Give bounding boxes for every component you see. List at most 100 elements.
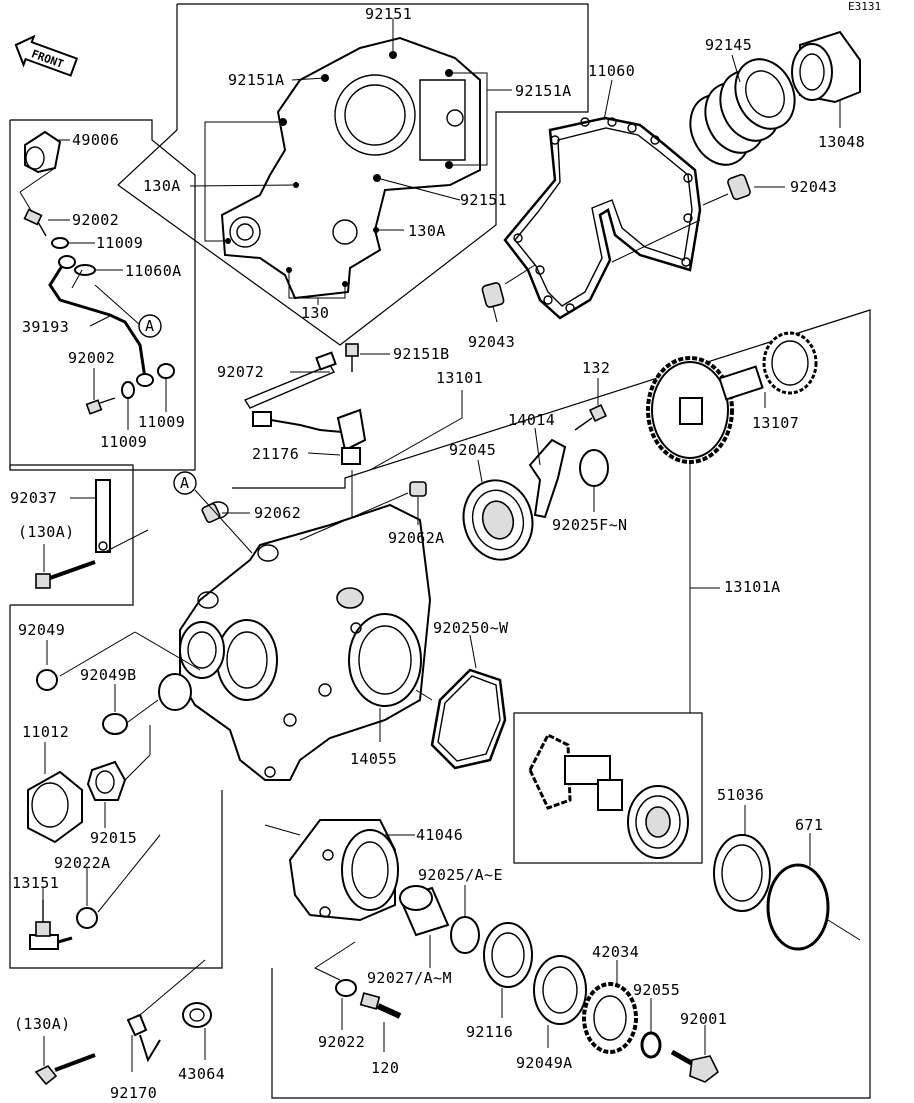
spring-92145	[689, 58, 796, 166]
label-14014: 14014	[508, 411, 555, 429]
label-92015: 92015	[90, 829, 137, 847]
label-92001: 92001	[680, 1010, 727, 1028]
label-92022A: 92022A	[54, 854, 111, 872]
housing-41046	[288, 819, 399, 922]
bolt-130A-upper	[35, 560, 96, 589]
label-92027-A-M: 92027/A~M	[367, 969, 452, 987]
nut-92015	[86, 760, 127, 801]
label-92151B: 92151B	[393, 345, 450, 363]
label-130A-paren-upper: (130A)	[18, 523, 75, 541]
label-11009-right: 11009	[138, 413, 185, 431]
label-11009-bottom: 11009	[100, 433, 147, 451]
plug-92062	[201, 502, 221, 524]
gear-42034	[582, 982, 638, 1054]
label-92025F-N: 92025F~N	[552, 516, 627, 534]
label-92037: 92037	[10, 489, 57, 507]
label-11009-upper: 11009	[96, 234, 143, 252]
label-13107: 13107	[752, 414, 799, 432]
label-92049B: 92049B	[80, 666, 137, 684]
plate-14014	[528, 438, 567, 519]
label-120: 120	[371, 1059, 399, 1077]
label-92072: 92072	[217, 363, 264, 381]
bracket-92037	[95, 479, 111, 553]
washer-92022A	[76, 907, 98, 929]
label-130A-right: 130A	[408, 222, 446, 240]
bolt-120	[359, 992, 402, 1019]
label-92043-upper: 92043	[790, 178, 837, 196]
washer-92022	[335, 979, 357, 997]
label-43064: 43064	[178, 1065, 225, 1083]
label-92151-top: 92151	[365, 5, 412, 23]
seal-92049B	[102, 713, 128, 735]
reference-code: E3131	[848, 0, 881, 13]
clamp-92170	[126, 1013, 161, 1063]
cap-11012	[27, 770, 83, 844]
callout-a-lower: A	[180, 474, 189, 492]
bolt-130A-lower	[34, 1053, 96, 1086]
label-41046: 41046	[416, 826, 463, 844]
ring-gear-13101	[646, 356, 734, 464]
label-92002-lower: 92002	[68, 349, 115, 367]
label-13101: 13101	[436, 369, 483, 387]
label-51036: 51036	[717, 786, 764, 804]
bolt-132	[574, 403, 608, 431]
label-92151A-right: 92151A	[515, 82, 572, 100]
label-92116: 92116	[466, 1023, 513, 1041]
sensor-parts	[243, 343, 367, 465]
label-132: 132	[582, 359, 610, 377]
label-92170: 92170	[110, 1084, 157, 1102]
plug-92062A	[409, 481, 427, 497]
label-14055: 14055	[350, 750, 397, 768]
switch-13151	[29, 900, 73, 950]
label-39193: 39193	[22, 318, 69, 336]
label-130A-paren-lower: (130A)	[14, 1015, 71, 1033]
breather-leaders	[19, 139, 167, 430]
gasket-920250-W	[430, 668, 507, 770]
label-130A-left: 130A	[143, 177, 181, 195]
bushing-92043-upper	[727, 173, 751, 201]
label-11012: 11012	[22, 723, 69, 741]
front-direction-arrow: FRONT	[14, 34, 79, 77]
label-92145: 92145	[705, 36, 752, 54]
cover-leaders	[189, 18, 512, 305]
label-92025-A-E: 92025/A~E	[418, 866, 503, 884]
label-671: 671	[795, 816, 823, 834]
callout-a-lower-circle	[173, 471, 197, 495]
label-21176: 21176	[252, 445, 299, 463]
label-92062: 92062	[254, 504, 301, 522]
label-92151-mid: 92151	[460, 191, 507, 209]
callout-a-upper-circle	[138, 314, 162, 338]
label-49006: 49006	[72, 131, 119, 149]
rear-cover-plate	[220, 36, 481, 300]
label-92151A-left: 92151A	[228, 71, 285, 89]
bearing-92116	[483, 922, 533, 988]
label-13048: 13048	[818, 133, 865, 151]
label-920250-W: 920250~W	[433, 619, 509, 637]
label-13101A: 13101A	[724, 578, 781, 596]
bolt-92001	[670, 1049, 720, 1083]
label-92062A: 92062A	[388, 529, 445, 547]
callout-a-upper: A	[145, 317, 154, 335]
grommet-43064	[182, 1002, 212, 1028]
label-92049A: 92049A	[516, 1054, 573, 1072]
label-92049: 92049	[18, 621, 65, 639]
label-11060: 11060	[588, 62, 635, 80]
group-frames	[9, 3, 871, 1099]
label-130: 130	[301, 304, 329, 322]
label-92022: 92022	[318, 1033, 365, 1051]
label-92055: 92055	[633, 981, 680, 999]
shim-92025F-N	[579, 449, 609, 487]
shim-92025-A-E	[450, 916, 480, 954]
shaft-13107	[718, 331, 818, 401]
label-42034: 42034	[592, 943, 639, 961]
bearing-92045	[462, 479, 534, 561]
coupling-13048	[791, 30, 861, 104]
label-92043-lower: 92043	[468, 333, 515, 351]
gasket-11060	[503, 116, 702, 320]
spacer-92027	[398, 885, 450, 937]
pinion-assembly	[528, 732, 689, 859]
label-13151: 13151	[12, 874, 59, 892]
nut-92049	[36, 669, 58, 691]
label-92045: 92045	[449, 441, 496, 459]
